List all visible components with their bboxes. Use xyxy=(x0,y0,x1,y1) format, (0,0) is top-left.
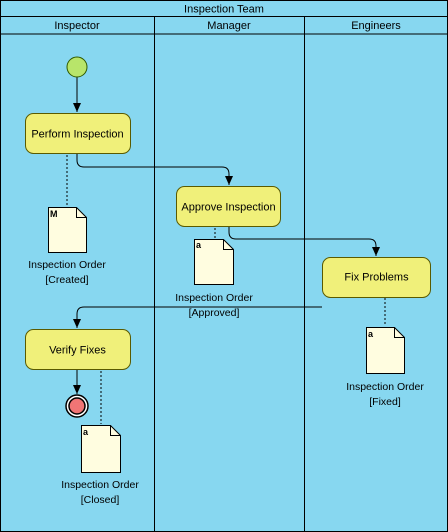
object-marker: a xyxy=(83,427,89,437)
action-verify-fixes[interactable]: Verify Fixes xyxy=(25,329,131,370)
action-approve-inspection[interactable]: Approve Inspection xyxy=(176,186,281,227)
document-icon xyxy=(48,207,87,253)
action-label: Verify Fixes xyxy=(49,345,106,357)
object-state: [Created] xyxy=(45,274,88,286)
object-marker: M xyxy=(50,209,58,219)
object-name: Inspection Order xyxy=(175,292,253,304)
action-fix-problems[interactable]: Fix Problems xyxy=(322,257,431,298)
object-inspection-order-created[interactable]: M Inspection Order [Created] xyxy=(28,207,106,287)
object-inspection-order-fixed[interactable]: a Inspection Order [Fixed] xyxy=(346,327,424,409)
object-inspection-order-closed[interactable]: a Inspection Order [Closed] xyxy=(61,425,139,507)
flow-fix-to-verify[interactable] xyxy=(73,306,322,328)
pool-title: Inspection Team xyxy=(184,4,264,16)
object-state: [Closed] xyxy=(81,494,120,506)
action-label: Perform Inspection xyxy=(31,129,123,141)
object-name: Inspection Order xyxy=(346,381,424,393)
action-perform-inspection[interactable]: Perform Inspection xyxy=(25,113,131,154)
flow-approve-to-fix[interactable] xyxy=(228,226,380,256)
object-name: Inspection Order xyxy=(28,259,106,271)
document-icon xyxy=(366,327,405,374)
final-node-icon[interactable] xyxy=(65,394,89,418)
action-label: Approve Inspection xyxy=(181,202,275,214)
object-marker: a xyxy=(368,329,374,339)
document-icon xyxy=(81,425,121,473)
object-marker: a xyxy=(196,240,202,250)
lane-header-manager: Manager xyxy=(207,20,251,32)
initial-node-icon[interactable] xyxy=(66,56,88,78)
lane-header-inspector: Inspector xyxy=(54,20,100,32)
lane-header-engineers: Engineers xyxy=(351,20,401,32)
document-icon xyxy=(194,239,234,285)
action-label: Fix Problems xyxy=(344,272,409,284)
object-inspection-order-approved[interactable]: a Inspection Order [Approved] xyxy=(175,239,253,320)
object-name: Inspection Order xyxy=(61,479,139,491)
object-state: [Approved] xyxy=(189,307,240,319)
object-state: [Fixed] xyxy=(369,396,401,408)
flow-perform-to-approve[interactable] xyxy=(76,153,233,185)
